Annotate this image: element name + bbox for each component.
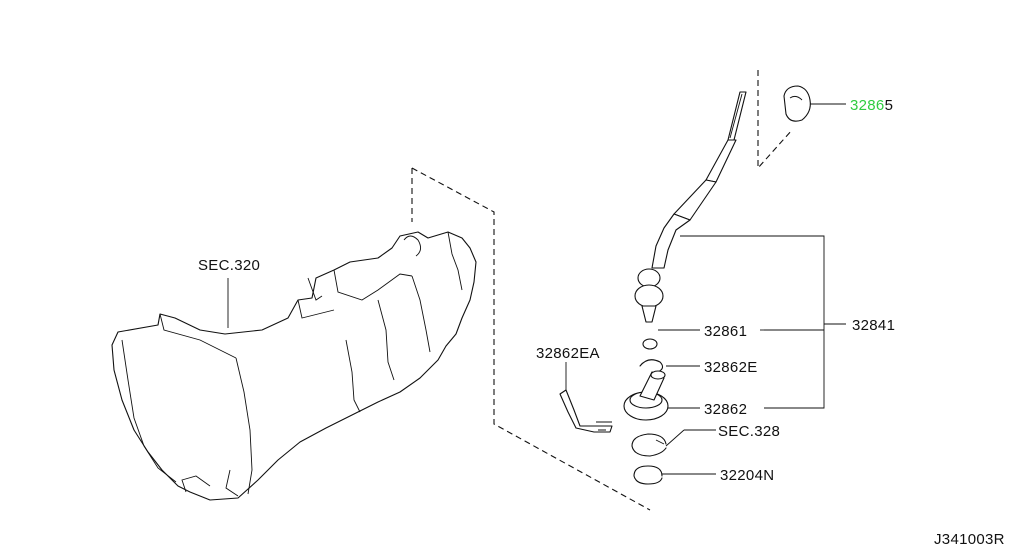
ring-sec328-drawing (631, 429, 716, 457)
bracket-drawing (559, 362, 613, 433)
label-sec320[interactable]: SEC.320 (198, 257, 260, 274)
label-ring[interactable]: 32204N (720, 467, 774, 484)
nut-drawing (642, 329, 700, 350)
label-knob[interactable]: 32865 (850, 97, 893, 114)
clip-drawing (639, 359, 700, 373)
shift-knob-drawing (783, 85, 846, 122)
label-clip[interactable]: 32862E (704, 359, 758, 376)
boot-drawing (623, 370, 700, 421)
transmission-drawing (111, 231, 477, 501)
knob-guide-lines (757, 70, 793, 170)
shift-lever-drawing (634, 91, 747, 323)
knob-highlight-box (848, 94, 892, 112)
label-bracket[interactable]: 32862EA (536, 345, 600, 362)
label-lever[interactable]: 32841 (852, 317, 895, 334)
label-boot[interactable]: 32862 (704, 401, 747, 418)
diagram-code: J341003R (934, 531, 1005, 546)
ring-32204n-drawing (633, 465, 716, 485)
lever-group-bracket (680, 235, 846, 409)
label-sec328[interactable]: SEC.328 (718, 423, 780, 440)
transmission-guide-lines (411, 167, 651, 511)
label-nut[interactable]: 32861 (704, 323, 747, 340)
